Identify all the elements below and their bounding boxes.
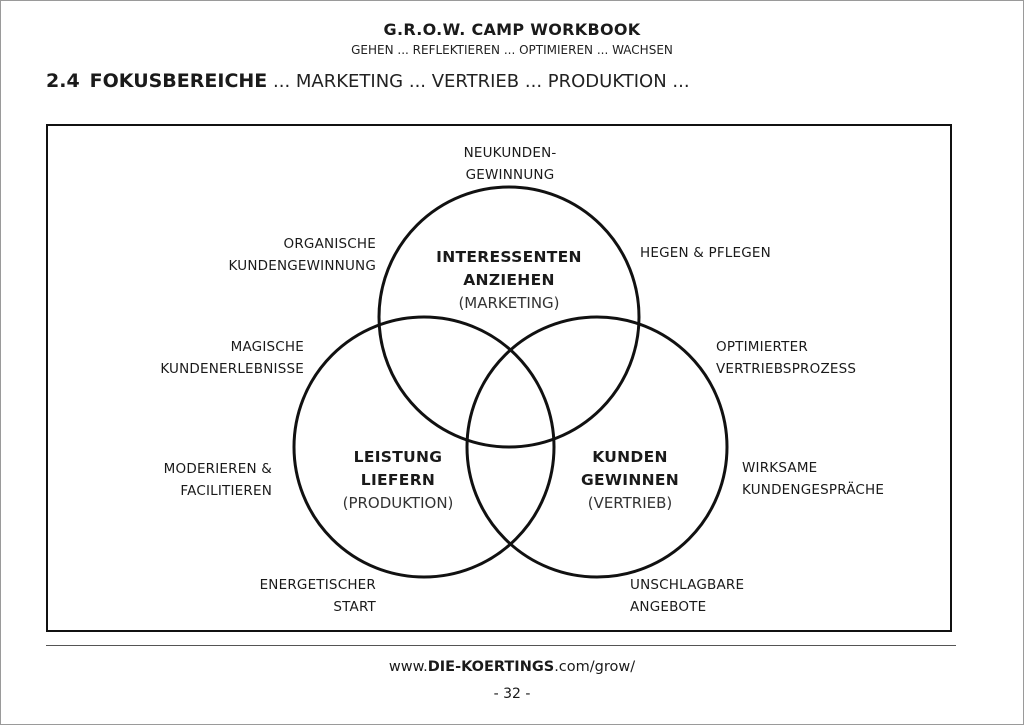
label-moderieren: MODERIEREN & FACILITIEREN	[72, 458, 272, 502]
label-unschlagbare-line2: ANGEBOTE	[630, 599, 707, 615]
section-heading: 2.4 FOKUSBEREICHE ... MARKETING ... VERTR…	[46, 70, 690, 92]
url-prefix: www.	[388, 659, 428, 675]
label-organische-line1: ORGANISCHE	[283, 236, 376, 252]
label-energetischer-line2: START	[333, 599, 376, 615]
label-neukunden-line2: GEWINNUNG	[465, 167, 555, 183]
label-magische-line1: MAGISCHE	[230, 339, 304, 355]
workbook-title: G.R.O.W. CAMP WORKBOOK	[383, 20, 641, 39]
label-wirksame-line2: KUNDENGESPRÄCHE	[742, 482, 885, 498]
circle-marketing	[377, 185, 641, 449]
circle-label-marketing: INTERESSENTEN ANZIEHEN (MARKETING)	[409, 246, 609, 315]
label-magische-line2: KUNDENERLEBNISSE	[160, 361, 304, 377]
production-title-1: LEISTUNG	[353, 448, 443, 466]
marketing-sub: (MARKETING)	[458, 294, 560, 312]
label-magische: MAGISCHE KUNDENERLEBNISSE	[104, 336, 304, 380]
circle-label-production: LEISTUNG LIEFERN (PRODUKTION)	[298, 446, 498, 515]
label-optimierter: OPTIMIERTER VERTRIEBSPROZESS	[716, 336, 916, 380]
workbook-subtitle: GEHEN ... REFLEKTIEREN ... OPTIMIEREN ..…	[351, 43, 673, 57]
label-moderieren-line1: MODERIEREN &	[163, 461, 272, 477]
production-sub: (PRODUKTION)	[342, 494, 454, 512]
url-brand: DIE-KOERTINGS	[427, 659, 555, 675]
label-wirksame-line1: WIRKSAME	[742, 460, 818, 476]
circle-label-sales: KUNDEN GEWINNEN (VERTRIEB)	[530, 446, 730, 515]
label-unschlagbare-line1: UNSCHLAGBARE	[630, 577, 745, 593]
production-title-2: LIEFERN	[360, 471, 436, 489]
label-wirksame: WIRKSAME KUNDENGESPRÄCHE	[742, 457, 942, 501]
sales-title-2: GEWINNEN	[580, 471, 680, 489]
label-moderieren-line2: FACILITIEREN	[180, 483, 272, 499]
label-unschlagbare: UNSCHLAGBARE ANGEBOTE	[630, 574, 830, 618]
sales-sub: (VERTRIEB)	[587, 494, 673, 512]
section-number: 2.4	[46, 70, 80, 92]
circle-production	[292, 315, 556, 579]
label-optimierter-line2: VERTRIEBSPROZESS	[716, 361, 857, 377]
label-hegen-line1: HEGEN & PFLEGEN	[640, 245, 771, 261]
diagram-frame	[46, 124, 952, 632]
label-energetischer-line1: ENERGETISCHER	[259, 577, 376, 593]
section-title: FOKUSBEREICHE	[89, 70, 268, 92]
sales-title-1: KUNDEN	[592, 448, 668, 466]
label-neukunden: NEUKUNDEN- GEWINNUNG	[430, 142, 590, 186]
footer-divider	[46, 645, 956, 646]
label-organische: ORGANISCHE KUNDENGEWINNUNG	[176, 233, 376, 277]
label-hegen: HEGEN & PFLEGEN	[640, 242, 840, 264]
label-energetischer: ENERGETISCHER START	[176, 574, 376, 618]
page-number: - 32 -	[493, 686, 531, 702]
label-neukunden-line1: NEUKUNDEN-	[463, 145, 557, 161]
marketing-title-1: INTERESSENTEN	[436, 248, 582, 266]
label-organische-line2: KUNDENGEWINNUNG	[228, 258, 376, 274]
section-suffix: ... MARKETING ... VERTRIEB ... PRODUKTIO…	[267, 71, 690, 92]
url-suffix: .com/grow/	[554, 659, 636, 675]
footer-url-link[interactable]: www.DIE-KOERTINGS.com/grow/	[0, 659, 1024, 675]
marketing-title-2: ANZIEHEN	[463, 271, 555, 289]
circle-sales	[465, 315, 729, 579]
label-optimierter-line1: OPTIMIERTER	[716, 339, 808, 355]
